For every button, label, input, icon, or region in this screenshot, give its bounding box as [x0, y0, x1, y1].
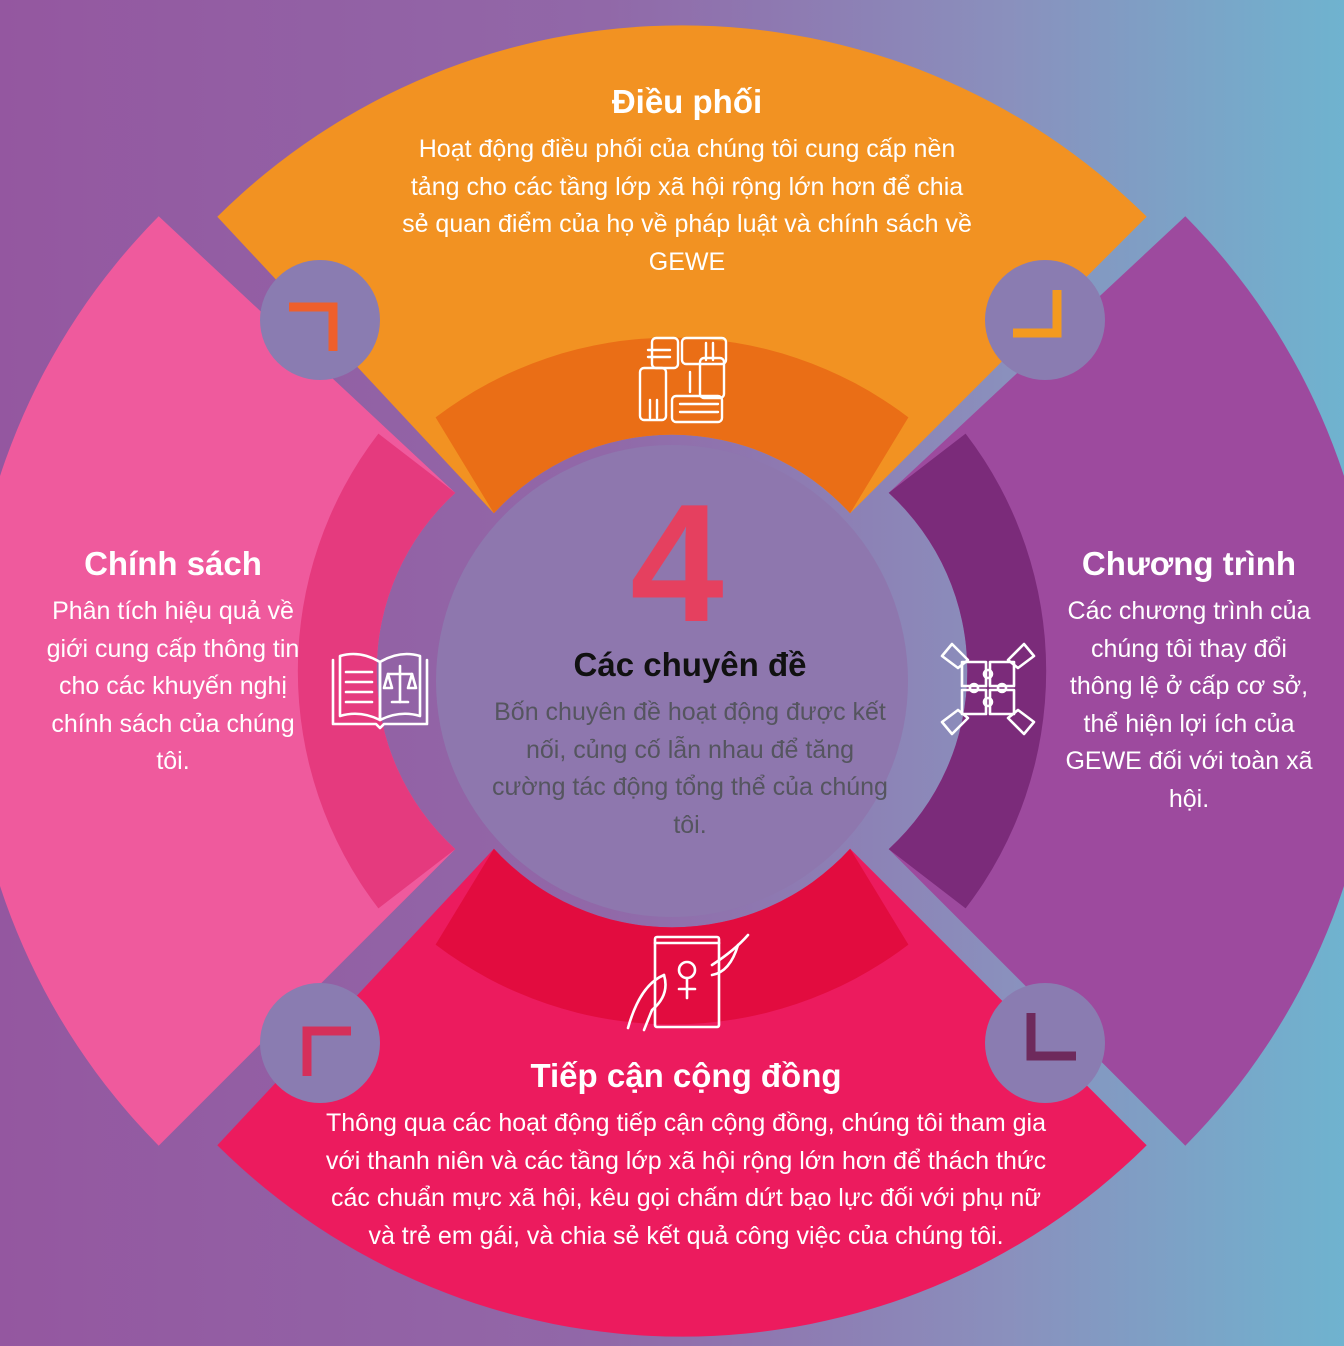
segment-left-title: Chính sách	[84, 545, 262, 582]
connector-top-right	[985, 260, 1105, 380]
segment-right-title: Chương trình	[1081, 545, 1297, 582]
connector-bottom-left	[260, 983, 380, 1103]
segment-left-description: Phân tích hiệu quả về giới cung cấp thôn…	[46, 597, 300, 775]
center-description: Bốn chuyên đề hoạt động được kết nối, củ…	[492, 698, 888, 839]
segment-top-description: Hoạt động điều phối của chúng tôi cung c…	[402, 135, 972, 276]
center-circle	[436, 445, 908, 917]
hands-together-icon	[638, 336, 728, 424]
segment-top-outer	[217, 25, 1147, 514]
segment-bottom-outer	[217, 848, 1147, 1337]
segment-right-inner	[888, 433, 1047, 909]
segment-top-title: Điều phối	[611, 83, 763, 120]
segment-right-description: Các chương trình của chúng tôi thay đổi …	[1065, 597, 1313, 813]
segment-bottom-description: Thông qua các hoạt động tiếp cận cộng đồ…	[325, 1109, 1047, 1250]
book-female-symbol-icon	[626, 933, 750, 1032]
center-number: 4	[630, 469, 724, 657]
center-title: Các chuyên đề	[573, 646, 807, 683]
connector-bottom-right	[985, 983, 1105, 1103]
law-book-scales-icon	[331, 652, 429, 730]
puzzle-hands-icon	[940, 642, 1036, 736]
segment-top-inner	[435, 337, 909, 514]
connector-top-left	[260, 260, 380, 380]
segment-right-outer	[888, 216, 1344, 1146]
segment-left-outer	[0, 216, 456, 1146]
segment-bottom-title: Tiếp cận cộng đồng	[530, 1057, 842, 1094]
segment-left-inner	[297, 433, 456, 909]
